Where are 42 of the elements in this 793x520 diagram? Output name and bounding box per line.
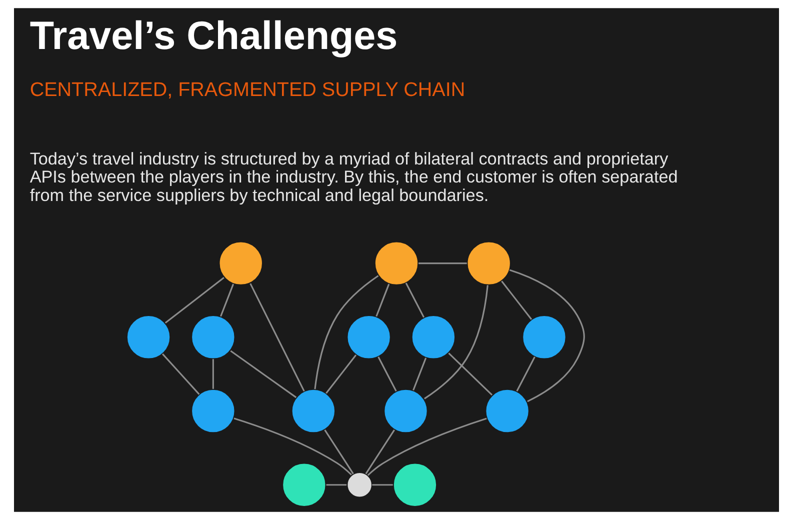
connector bbox=[234, 418, 352, 476]
connector bbox=[324, 430, 354, 474]
diagram-title: Travel’s Challenges bbox=[30, 14, 398, 58]
node-circle bbox=[346, 314, 392, 360]
node-circle bbox=[190, 314, 236, 360]
node-circle bbox=[218, 240, 264, 286]
node-circle bbox=[346, 472, 373, 498]
label: CENTRALIZED, FRAGMENTED SUPPLY CHAIN bbox=[30, 78, 466, 101]
connector bbox=[501, 280, 532, 320]
connector bbox=[516, 356, 536, 392]
node-circle bbox=[290, 388, 336, 434]
node-circle bbox=[126, 314, 171, 360]
node-circle bbox=[282, 462, 327, 508]
node-circle bbox=[484, 388, 530, 434]
connector bbox=[509, 269, 585, 402]
connector bbox=[220, 284, 234, 317]
node-circle bbox=[392, 462, 438, 508]
connector bbox=[372, 484, 393, 486]
connector bbox=[367, 418, 487, 476]
node-circle bbox=[411, 314, 456, 360]
connector bbox=[164, 277, 224, 324]
node-circle bbox=[374, 240, 419, 286]
connector bbox=[314, 275, 379, 390]
connector bbox=[448, 352, 493, 396]
connector bbox=[326, 354, 357, 394]
connector bbox=[412, 358, 427, 391]
node-circle bbox=[466, 240, 512, 286]
node-circle bbox=[522, 314, 567, 360]
connector bbox=[376, 284, 390, 317]
connector bbox=[365, 430, 395, 474]
connector bbox=[250, 283, 305, 392]
connector bbox=[378, 356, 397, 392]
connector bbox=[212, 359, 214, 389]
connector bbox=[418, 262, 467, 264]
label: Today’s travel industry is structured by a myriad of bilateral contracts and proprietary APIs between the players in the industry. By this, the end customer is often separated from the service suppliers by technical and legal boundaries. bbox=[30, 148, 678, 206]
node-circle bbox=[383, 388, 428, 434]
connector bbox=[424, 285, 488, 400]
connector bbox=[405, 282, 425, 318]
node-circle bbox=[190, 388, 236, 434]
connector bbox=[162, 353, 200, 395]
connector bbox=[230, 350, 297, 398]
connector bbox=[326, 484, 347, 486]
